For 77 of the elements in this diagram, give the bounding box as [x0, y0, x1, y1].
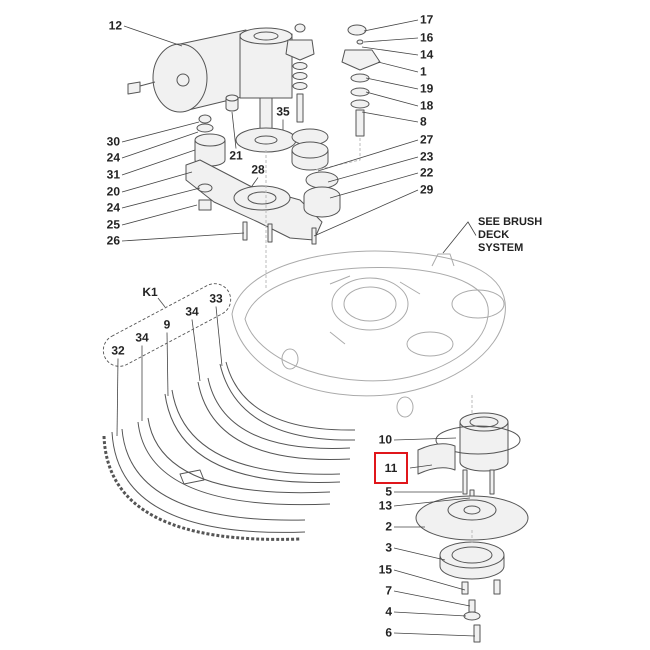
leader-line [394, 526, 426, 528]
callout-number: 8 [420, 116, 427, 128]
callout-number: 25 [106, 218, 120, 232]
callout-number: 28 [251, 164, 265, 176]
callout-number: 9 [164, 318, 170, 332]
leader-line [116, 358, 118, 436]
callout-number: 23 [420, 150, 434, 164]
callout-number: 34 [135, 332, 149, 344]
leader-line [364, 20, 418, 32]
callout-number: 34 [185, 306, 199, 318]
leader-line [394, 438, 456, 440]
callout-number: 24 [106, 202, 120, 214]
leader-line [192, 319, 200, 382]
leader-line [362, 112, 418, 122]
reference-note: SEE BRUSH DECK SYSTEM [478, 216, 550, 255]
callout-number: 13 [378, 500, 392, 512]
leader-line [122, 172, 192, 192]
callout-number: 10 [378, 434, 392, 446]
leader-line [318, 140, 418, 172]
leader-line [330, 172, 418, 198]
leader-line [282, 119, 284, 130]
callout-number: 26 [106, 234, 120, 248]
leader-line [394, 548, 446, 560]
leader-line [394, 570, 466, 590]
hub-assembly-drawing [416, 394, 528, 642]
callout-number: 3 [385, 542, 392, 554]
callout-number: 12 [108, 20, 122, 32]
leader-line [366, 92, 418, 106]
leader-line [122, 150, 196, 176]
callout-number: 32 [111, 344, 125, 358]
callout-number: 16 [420, 32, 434, 44]
leader-line [366, 78, 418, 90]
leader-line [364, 38, 418, 42]
callout-number: 6 [385, 626, 392, 640]
leader-line [122, 132, 198, 158]
leader-line [362, 46, 418, 56]
callout-number: 27 [420, 134, 434, 146]
leader-line [378, 62, 418, 72]
leader-line [252, 177, 258, 186]
callout-number: 30 [106, 136, 120, 148]
callout-number: 7 [385, 584, 392, 598]
leader-line [314, 190, 418, 236]
callout-number: 4 [385, 606, 392, 618]
kit-label: K1 [142, 285, 158, 299]
leader-line [122, 232, 244, 242]
callout-number: 22 [420, 166, 434, 180]
leader-line [394, 498, 470, 506]
leader-line [122, 204, 198, 226]
brush-deck-drawing [232, 250, 506, 418]
callout-number: 33 [209, 292, 223, 306]
highlight-box: 11 [374, 452, 408, 484]
skirt-rings-drawing [102, 362, 356, 541]
callout-number: 2 [385, 520, 392, 534]
leader-line [394, 590, 470, 606]
callout-number: 31 [106, 168, 120, 182]
callout-number: 19 [420, 82, 434, 96]
callout-number: 29 [420, 184, 434, 196]
leader-line [394, 632, 476, 636]
leader-line [216, 306, 222, 366]
leader-line [394, 612, 466, 616]
callout-number: 35 [276, 106, 290, 118]
leader-line [122, 188, 200, 208]
callout-number: 17 [420, 14, 434, 26]
callout-number: 14 [420, 48, 434, 62]
leader-line [328, 156, 418, 182]
leader-line [124, 26, 182, 46]
leader-line [410, 464, 432, 468]
callout-number: 15 [378, 564, 392, 576]
callout-number: 1 [420, 66, 427, 78]
leader-line [122, 122, 200, 142]
leader-line [442, 221, 476, 254]
callout-number: 18 [420, 100, 434, 112]
callout-number: 21 [229, 150, 243, 162]
callout-number: 24 [106, 152, 120, 164]
callout-number: 5 [385, 486, 392, 498]
leader-line [166, 332, 168, 396]
callout-number: 20 [106, 186, 120, 198]
